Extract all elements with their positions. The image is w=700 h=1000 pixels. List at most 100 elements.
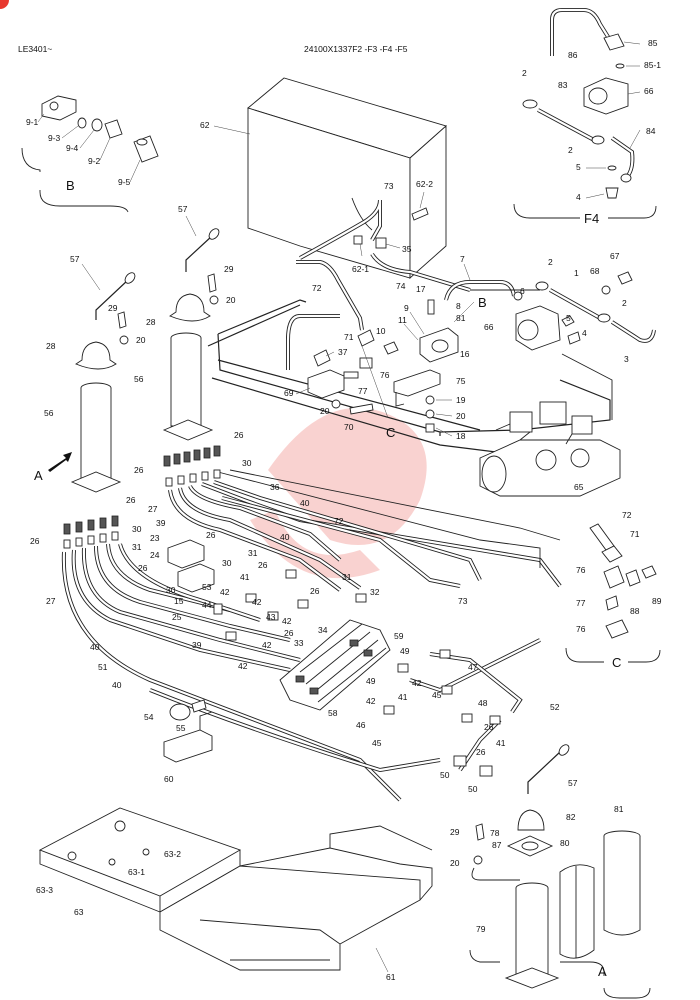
label-50-a: 50 — [440, 770, 450, 780]
label-26-j: 26 — [484, 722, 494, 732]
cover-80 — [559, 864, 595, 959]
label-42-e: 42 — [238, 661, 248, 671]
lever-base-82 — [517, 809, 545, 831]
label-11: 11 — [398, 315, 407, 325]
label-26-b: 26 — [134, 465, 144, 475]
lever-base-28-b — [75, 341, 117, 370]
label-58: 58 — [328, 708, 338, 718]
label-73-low: 73 — [458, 596, 468, 606]
label-8: 8 — [456, 301, 461, 311]
label-53: 53 — [202, 582, 212, 592]
label-4-f4: 4 — [576, 192, 581, 202]
label-73-top: 73 — [384, 181, 394, 191]
label-19: 19 — [456, 395, 466, 405]
label-76-mid: 76 — [380, 370, 390, 380]
label-66-top: 66 — [644, 86, 654, 96]
column-79 — [504, 882, 560, 989]
fitting-row-lower — [63, 515, 119, 549]
label-52: 52 — [550, 702, 560, 712]
hose-bundle — [61, 480, 562, 802]
label-41-b: 41 — [398, 692, 408, 702]
block-53 — [177, 563, 215, 593]
label-76-c-b: 76 — [576, 624, 586, 634]
label-16: 16 — [460, 349, 470, 359]
cover-81 — [603, 830, 641, 936]
bracket-75 — [393, 369, 441, 397]
label-30-a: 30 — [242, 458, 252, 468]
label-40-c: 40 — [90, 642, 100, 652]
group-c-ref-label: C — [386, 425, 395, 440]
group-a-label: A — [598, 964, 607, 979]
label-42-c: 42 — [282, 616, 292, 626]
label-27-b: 27 — [46, 596, 56, 606]
label-30-c: 30 — [222, 558, 232, 568]
label-9-1: 9-1 — [26, 117, 39, 127]
label-63-2: 63-2 — [164, 849, 181, 859]
label-40-a: 40 — [300, 498, 310, 508]
label-40-d: 40 — [112, 680, 122, 690]
label-34: 34 — [318, 625, 328, 635]
label-44: 44 — [202, 600, 212, 610]
label-68: 68 — [590, 266, 600, 276]
label-57-b: 57 — [70, 254, 80, 264]
label-29-c: 29 — [450, 827, 460, 837]
lever-57-a — [185, 235, 213, 272]
label-9: 9 — [404, 303, 409, 313]
label-42-b: 42 — [252, 597, 262, 607]
label-49-b: 49 — [366, 676, 376, 686]
label-59: 59 — [394, 631, 404, 641]
label-9-5: 9-5 — [118, 177, 131, 187]
group-c-detail: C — [565, 523, 661, 670]
label-72-mid: 72 — [334, 516, 344, 526]
label-83: 83 — [558, 80, 568, 90]
label-55: 55 — [176, 723, 186, 733]
label-66-mid: 66 — [484, 322, 494, 332]
label-45-b: 45 — [372, 738, 382, 748]
label-28-b: 28 — [46, 341, 56, 351]
label-62-1: 62-1 — [352, 264, 369, 274]
lever-base-28-a — [169, 293, 211, 322]
hydraulic-tank — [247, 77, 447, 280]
label-60: 60 — [164, 774, 174, 784]
label-76-c-a: 76 — [576, 565, 586, 575]
label-20-c: 20 — [226, 295, 236, 305]
label-36: 36 — [270, 482, 280, 492]
group-f4-detail: F4 — [513, 8, 657, 226]
label-71-mid: 71 — [344, 332, 354, 342]
label-79: 79 — [476, 924, 486, 934]
label-85-1: 85-1 — [644, 60, 661, 70]
label-81: 81 — [614, 804, 624, 814]
label-42-d: 42 — [262, 640, 272, 650]
label-40-b: 40 — [280, 532, 290, 542]
label-61: 61 — [386, 972, 396, 982]
label-57-c: 57 — [568, 778, 578, 788]
label-26-c: 26 — [126, 495, 136, 505]
label-2-f4-b: 2 — [568, 145, 573, 155]
lever-57-b — [95, 279, 129, 320]
label-51: 51 — [98, 662, 108, 672]
label-26-f: 26 — [138, 563, 148, 573]
label-48: 48 — [478, 698, 488, 708]
label-62-2: 62-2 — [416, 179, 433, 189]
label-26-h: 26 — [310, 586, 320, 596]
label-5-f4: 5 — [576, 162, 581, 172]
label-26-d: 26 — [30, 536, 40, 546]
label-3: 3 — [624, 354, 629, 364]
label-77-c: 77 — [576, 598, 586, 608]
label-5-mid: 5 — [566, 313, 571, 323]
label-85: 85 — [648, 38, 658, 48]
label-72-upper: 72 — [312, 283, 322, 293]
label-30-b: 30 — [132, 524, 142, 534]
label-20-mid: 20 — [320, 406, 330, 416]
label-9-4: 9-4 — [66, 143, 79, 153]
label-15: 15 — [174, 596, 184, 606]
label-49-a: 49 — [400, 646, 410, 656]
view-a-label: A — [34, 468, 43, 483]
corner-badge — [0, 0, 9, 9]
label-18: 18 — [456, 431, 466, 441]
label-6: 6 — [520, 286, 525, 296]
label-47: 47 — [468, 662, 478, 672]
label-65: 65 — [574, 482, 584, 492]
label-72-c: 72 — [622, 510, 632, 520]
label-56-a: 56 — [134, 374, 144, 384]
